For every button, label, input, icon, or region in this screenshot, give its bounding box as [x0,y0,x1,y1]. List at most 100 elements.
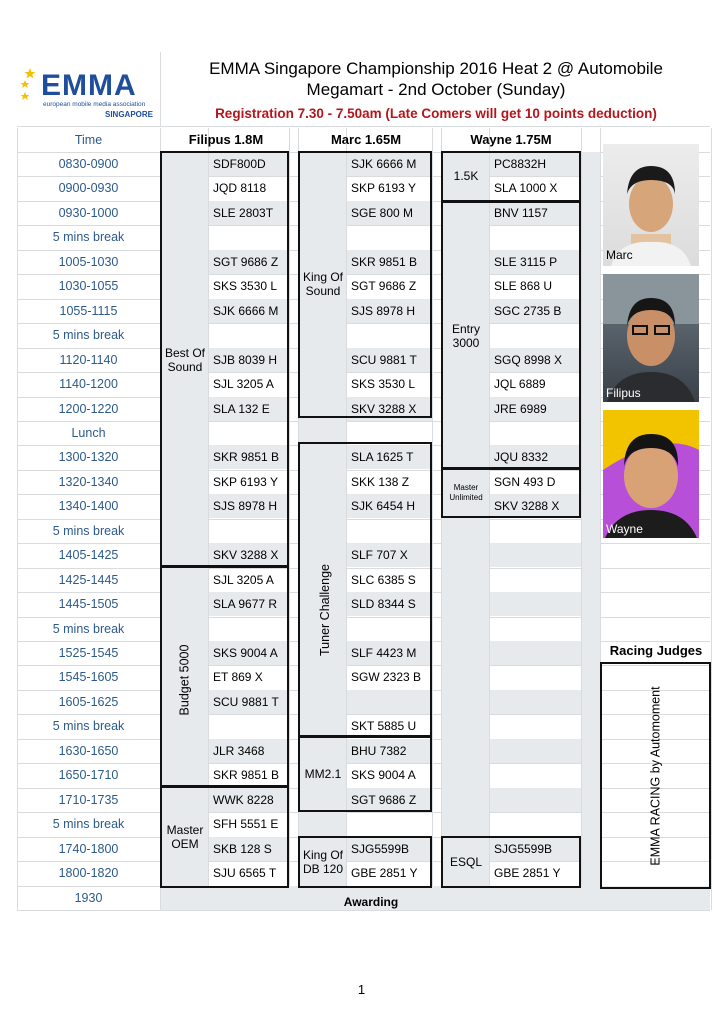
marc-portrait-icon [611,166,691,266]
filipus-stripe [209,837,289,861]
row-divider [17,176,710,177]
time-cell: 1340-1400 [58,499,119,513]
marc-plate: GBE 2851 Y [351,866,418,880]
filipus-plate: SLE 2803T [213,206,274,220]
wayne-stripe [490,348,581,372]
filipus-stripe [209,592,289,616]
marc-stripe [347,592,432,616]
column-divider [711,128,712,910]
esql-box [441,836,581,888]
marc-plate: SKR 9851 B [351,255,418,269]
time-cell: 5 mins break [52,817,125,831]
filipus-plate: SKR 9851 B [213,768,280,782]
wayne-label-shade [442,152,489,886]
marc-label-shade [299,152,346,886]
1-5k-label: 1.5K [453,169,479,183]
racing-box-label: EMMA RACING by Automoment [600,662,711,889]
wayne-plate: SGC 2735 B [494,304,562,318]
wayne-stripe [490,641,581,665]
time-cell: 1630-1650 [58,744,119,758]
logo-text: EMMA [41,69,137,102]
row-divider [17,812,710,813]
time-cell: 1200-1220 [58,402,119,416]
wayne-stripe [490,788,581,812]
row-divider [17,470,710,471]
filipus-portrait-icon [603,274,699,402]
time-cell: 1005-1030 [58,255,119,269]
marc-plate: SGE 800 M [351,206,414,220]
time-cell: 1710-1735 [58,793,119,807]
wayne-caption: Wayne [606,522,643,536]
awarding-shade [161,886,710,910]
marc-stripe [347,543,432,567]
marc-plate: BHU 7382 [351,744,407,758]
wayne-plate: SKV 3288 X [494,499,560,513]
column-divider [17,128,18,910]
marc-plate: SKS 3530 L [351,377,416,391]
judge-wayne-header: Wayne 1.75M [470,132,552,147]
king-of-sound-box [298,151,432,418]
time-header: Time [74,133,103,147]
wayne-stripe [490,543,581,567]
row-divider [17,861,710,862]
time-cell: 1320-1340 [58,475,119,489]
logo-box: EMMA european mobile media association S… [17,52,161,126]
filipus-plate: WWK 8228 [213,793,274,807]
king-of-sound-label: King Of Sound [302,270,344,298]
tuner-challenge-text: Tuner Challenge [318,564,332,656]
marc-plate: SKP 6193 Y [351,181,416,195]
wayne-stripe [490,494,581,518]
racing-judges-title: Racing Judges [609,643,703,658]
filipus-plate: SJL 3205 A [213,573,274,587]
time-cell: 1425-1445 [58,573,119,587]
wayne-plate: SGQ 8998 X [494,353,563,367]
row-divider [17,519,710,520]
wayne-stripe [490,690,581,714]
time-cell: 1055-1115 [59,304,118,318]
filipus-stripe [209,299,289,323]
time-cell: 0900-0930 [58,181,119,195]
wayne-stripe [490,201,581,225]
marc-stripe [347,299,432,323]
row-divider [17,421,710,422]
marc-plate: SLA 1625 T [351,450,414,464]
time-cell: 1605-1625 [58,695,119,709]
time-cell: 5 mins break [52,328,125,342]
header-frame [17,52,710,127]
filipus-plate: SKV 3288 X [213,548,279,562]
wayne-stripe [490,592,581,616]
wayne-plate: PC8832H [494,157,547,171]
mm21-box [298,736,432,812]
time-cell: 1120-1140 [59,353,118,367]
filipus-plate: SJU 6565 T [213,866,277,880]
wayne-plate: JQL 6889 [494,377,546,391]
master-unlimited-label: Master Unlimited [449,483,483,502]
wayne-stripe [490,152,581,176]
judge-marc-header: Marc 1.65M [330,132,402,147]
marc-plate: SKT 5885 U [351,719,417,733]
filipus-stripe [209,788,289,812]
filipus-plate: SJL 3205 A [213,377,274,391]
filipus-plate: SFH 5551 E [213,817,279,831]
spacer-shade [582,152,600,886]
mm21-label: MM2.1 [304,767,342,781]
entry-3000-label: Entry 3000 [451,322,480,350]
marc-stripe [347,494,432,518]
marc-plate: SLD 8344 S [351,597,416,611]
marc-plate: SLF 707 X [351,548,408,562]
wayne-stripe [490,739,581,763]
master-oem-box [160,786,289,888]
stars-icon [21,68,36,100]
marc-stripe [347,690,432,714]
wayne-plate: JQU 8332 [494,450,549,464]
filipus-stripe [209,397,289,421]
filipus-plate: SKB 128 S [213,842,272,856]
filipus-stripe [209,494,289,518]
best-of-sound-label: Best Of Sound [164,346,205,374]
row-divider [17,568,710,569]
filipus-plate: SKS 9004 A [213,646,278,660]
time-cell: 1030-1055 [58,279,119,293]
awarding-label: Awarding [343,895,399,909]
wayne-stripe [490,299,581,323]
filipus-plate: SKP 6193 Y [213,475,278,489]
